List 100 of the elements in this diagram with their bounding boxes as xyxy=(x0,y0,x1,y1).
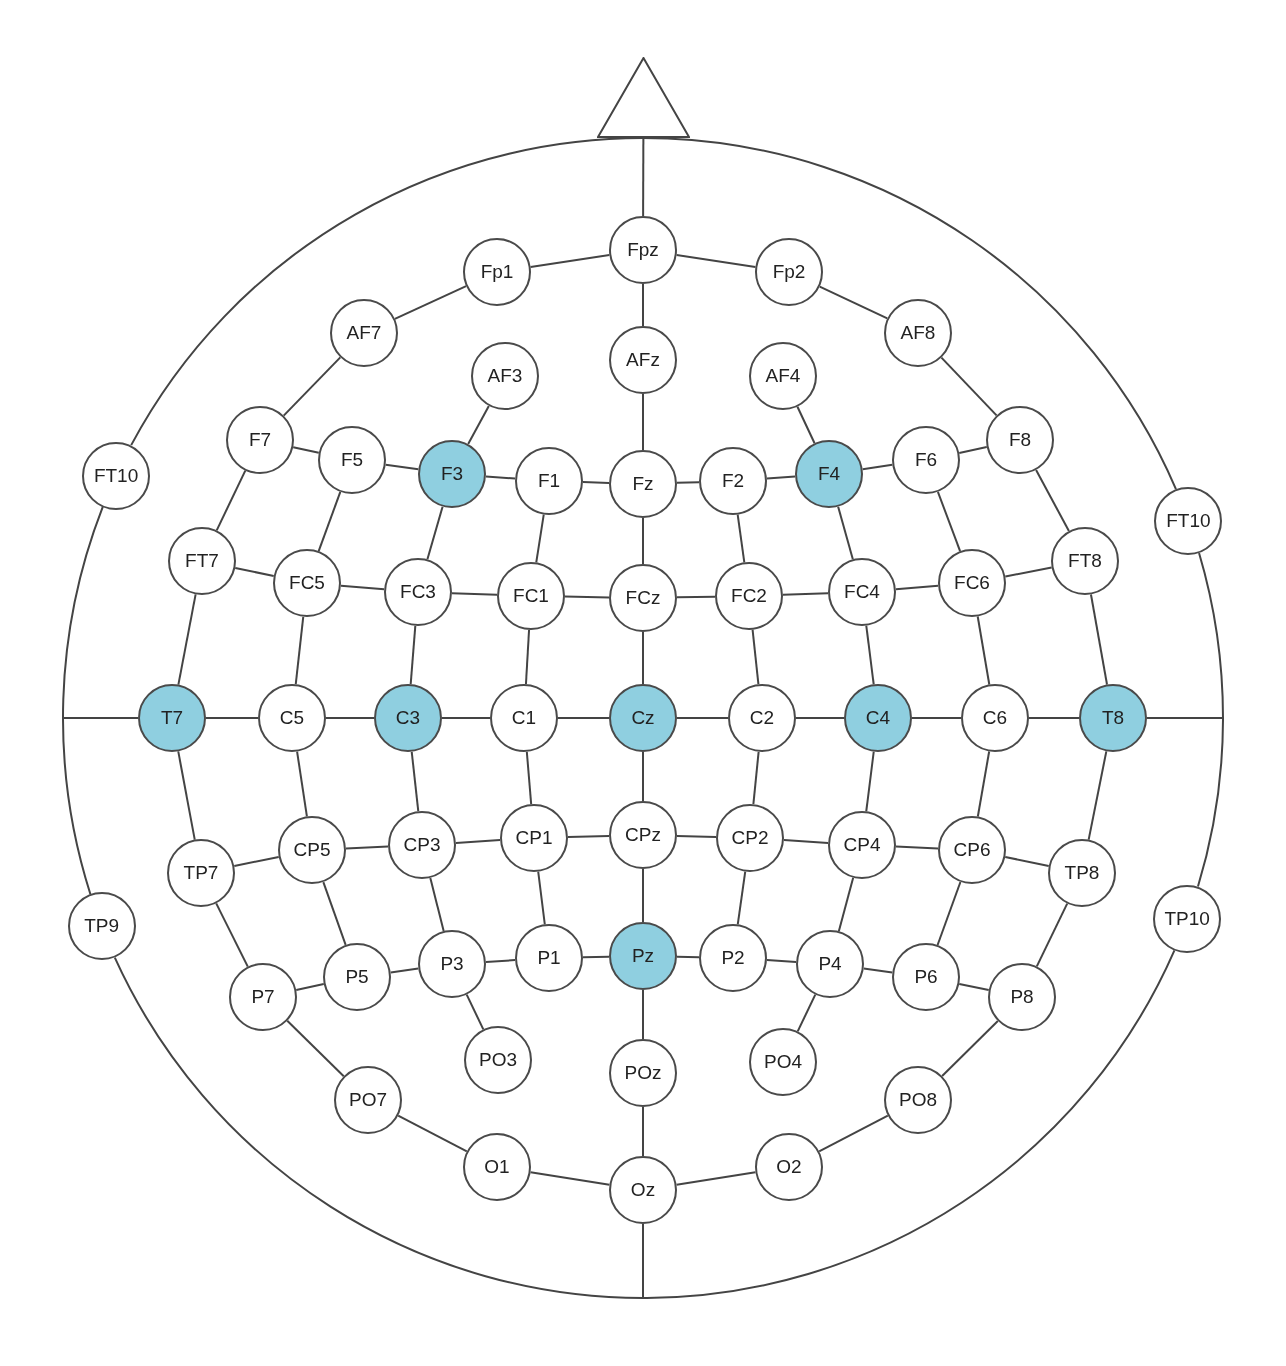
electrode-label: Pz xyxy=(631,945,655,967)
connector-line xyxy=(642,868,644,923)
connector-line xyxy=(557,717,610,719)
connector-line xyxy=(325,717,375,719)
connector-line xyxy=(642,751,644,802)
electrode-label: O2 xyxy=(776,1156,802,1178)
electrode-label: AFz xyxy=(626,349,660,371)
connector-line xyxy=(676,481,700,484)
electrode-label: P6 xyxy=(914,966,938,988)
connector-line xyxy=(582,955,610,959)
connector-line xyxy=(529,254,611,268)
connector-line xyxy=(675,1171,757,1186)
electrode-label: O1 xyxy=(484,1156,510,1178)
connector-line xyxy=(795,717,845,719)
electrode-label: P3 xyxy=(440,953,464,975)
electrode-label: F6 xyxy=(914,449,938,471)
connector-line xyxy=(865,624,875,686)
connector-line xyxy=(837,876,855,933)
connector-line xyxy=(344,845,390,850)
connector-line xyxy=(676,955,700,959)
connector-line xyxy=(936,880,962,947)
electrode-label: P1 xyxy=(537,947,561,969)
connector-line xyxy=(62,717,139,719)
connector-line xyxy=(1146,717,1224,719)
electrode-label: Fz xyxy=(632,473,654,495)
connector-line xyxy=(818,1114,889,1153)
electrode-label: CP6 xyxy=(953,839,991,861)
electrode-circle xyxy=(330,299,398,367)
electrode-label: PO8 xyxy=(899,1089,937,1111)
connector-line xyxy=(736,513,746,564)
connector-line xyxy=(322,881,347,946)
electrode-label: F7 xyxy=(248,429,272,451)
connector-line xyxy=(484,475,517,480)
connector-line xyxy=(296,750,308,818)
connector-line xyxy=(642,1106,644,1157)
connector-line xyxy=(205,717,259,719)
connector-line xyxy=(410,750,420,813)
connector-line xyxy=(451,592,498,596)
electrode-label: F2 xyxy=(721,470,745,492)
electrode-label: PO4 xyxy=(764,1051,802,1073)
electrode-label: FC5 xyxy=(289,572,325,594)
connector-line xyxy=(642,631,644,685)
connector-line xyxy=(537,870,546,926)
connector-line xyxy=(441,717,491,719)
electrode-label: CP4 xyxy=(843,834,881,856)
electrode-label: TP10 xyxy=(1164,907,1210,930)
connector-line xyxy=(567,834,610,839)
electrode-label: AF3 xyxy=(487,365,523,387)
electrode-circle xyxy=(226,406,294,474)
connector-line xyxy=(525,750,533,806)
connector-line xyxy=(936,490,962,553)
connector-line xyxy=(429,876,445,933)
electrode-circle xyxy=(884,1066,952,1134)
electrode-label: C2 xyxy=(749,707,775,729)
connector-line xyxy=(752,750,760,806)
connector-line xyxy=(524,628,531,686)
connector-line xyxy=(676,717,729,719)
connector-line xyxy=(286,1019,345,1078)
connector-line xyxy=(796,993,817,1033)
electrode-label: CP2 xyxy=(731,827,769,849)
connector-line xyxy=(282,356,342,417)
electrode-label: FT8 xyxy=(1068,550,1102,572)
connector-line xyxy=(215,469,247,532)
connector-line xyxy=(294,615,305,686)
connector-line xyxy=(564,595,610,599)
connector-line xyxy=(736,870,747,926)
connector-line xyxy=(292,446,320,454)
connector-line xyxy=(675,254,757,268)
electrode-label: P5 xyxy=(345,966,369,988)
electrode-label: FC1 xyxy=(513,585,549,607)
electrode-label: C1 xyxy=(511,707,537,729)
connector-line xyxy=(894,845,940,850)
connector-line xyxy=(317,490,342,553)
connector-line xyxy=(529,1171,611,1186)
connector-line xyxy=(976,750,991,818)
electrode-label: C5 xyxy=(279,707,305,729)
connector-line xyxy=(454,839,502,844)
electrode-label: TP9 xyxy=(84,915,120,938)
connector-line xyxy=(642,1223,644,1299)
connector-line xyxy=(1089,593,1109,686)
connector-line xyxy=(465,993,485,1031)
electrode-label: P4 xyxy=(818,953,842,975)
electrode-label: C3 xyxy=(395,707,421,729)
connector-line xyxy=(467,404,490,446)
electrode-label: CP3 xyxy=(403,834,441,856)
electrode-label: P7 xyxy=(251,986,275,1008)
electrode-label: FT10 xyxy=(1166,509,1211,532)
connector-line xyxy=(782,592,829,596)
connector-line xyxy=(1035,468,1070,533)
electrode-label: CP1 xyxy=(515,827,553,849)
electrode-label: AF4 xyxy=(765,365,801,387)
connector-line xyxy=(894,584,940,591)
electrode-label: F3 xyxy=(440,463,464,485)
connector-line xyxy=(233,855,280,868)
electrode-label: CPz xyxy=(625,824,661,846)
electrode-label: PO3 xyxy=(479,1049,517,1071)
electrode-label: FC4 xyxy=(844,581,880,603)
electrode-label: FCz xyxy=(625,587,661,609)
connector-line xyxy=(941,1019,999,1078)
electrode-label: T8 xyxy=(1101,707,1125,729)
